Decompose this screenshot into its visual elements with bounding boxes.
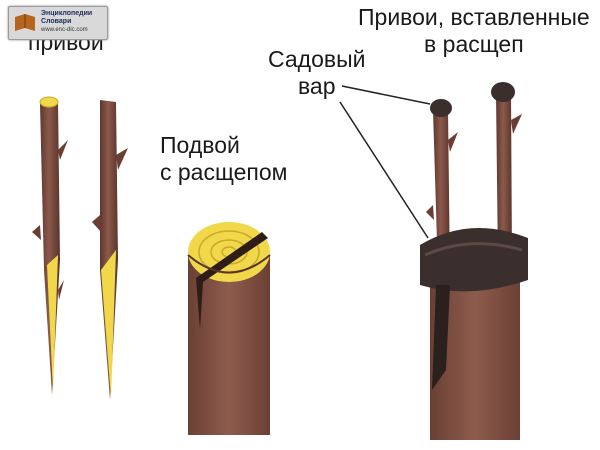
label-rootstock: Подвой с расщепом — [160, 132, 288, 185]
wax-leader-lines — [339, 85, 431, 239]
watermark-title: Энциклопедии Словари — [41, 10, 93, 25]
watermark-badge: Энциклопедии Словари www.enc-dic.com — [8, 6, 108, 40]
book-logo-icon — [15, 14, 35, 31]
label-inserted-scions: Привои, вставленные в расщеп — [358, 4, 590, 57]
rootstock-split — [187, 222, 271, 435]
rootstock-with-scions — [420, 82, 528, 440]
watermark-url: www.enc-dic.com — [41, 27, 88, 33]
scion-left — [32, 96, 68, 395]
scion-right — [92, 100, 128, 400]
label-garden-wax: Садовый вар — [268, 46, 366, 99]
